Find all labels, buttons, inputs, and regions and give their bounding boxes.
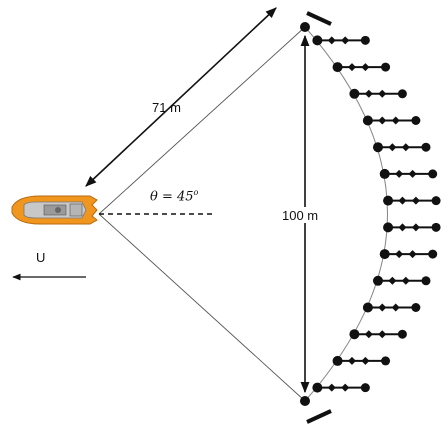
hydrophone-string-icon <box>332 355 391 366</box>
tow-line-upper <box>98 26 306 215</box>
hydrophone-array <box>312 35 441 393</box>
hydrophone-string-icon <box>312 382 370 393</box>
hydrophone-string-icon <box>379 168 438 179</box>
angle-symbol: θ <box>150 189 158 205</box>
distance-arrow <box>85 7 277 187</box>
hydrophone-string-icon <box>362 302 421 313</box>
hydrophone-string-icon <box>349 88 407 99</box>
array-cable <box>304 26 388 402</box>
hydrophone-string-icon <box>332 62 391 73</box>
width-label-mask <box>272 207 338 223</box>
velocity-label: U <box>36 250 46 265</box>
angle-degree: o <box>193 188 199 197</box>
hydrophone-string-icon <box>379 249 438 260</box>
hydrophone-string-icon <box>372 142 431 153</box>
float-bottom-icon <box>306 409 332 424</box>
angle-label: θ = 45o <box>150 188 199 205</box>
distance-label: 71 m <box>152 100 181 115</box>
hydrophone-string-icon <box>383 222 441 233</box>
width-label: 100 m <box>282 208 319 223</box>
hydrophone-string-icon <box>383 195 441 206</box>
float-top-icon <box>306 11 332 26</box>
angle-equals: = 45 <box>157 189 194 205</box>
hydrophone-string-icon <box>349 329 407 340</box>
array-end-node-top <box>300 22 310 32</box>
hydrophone-string-icon <box>372 275 431 286</box>
hydrophone-string-icon <box>312 35 370 46</box>
hydrophone-string-icon <box>362 115 421 126</box>
boat-icon <box>11 195 98 225</box>
tow-line-lower <box>98 213 306 402</box>
array-end-node-bottom <box>300 396 310 406</box>
